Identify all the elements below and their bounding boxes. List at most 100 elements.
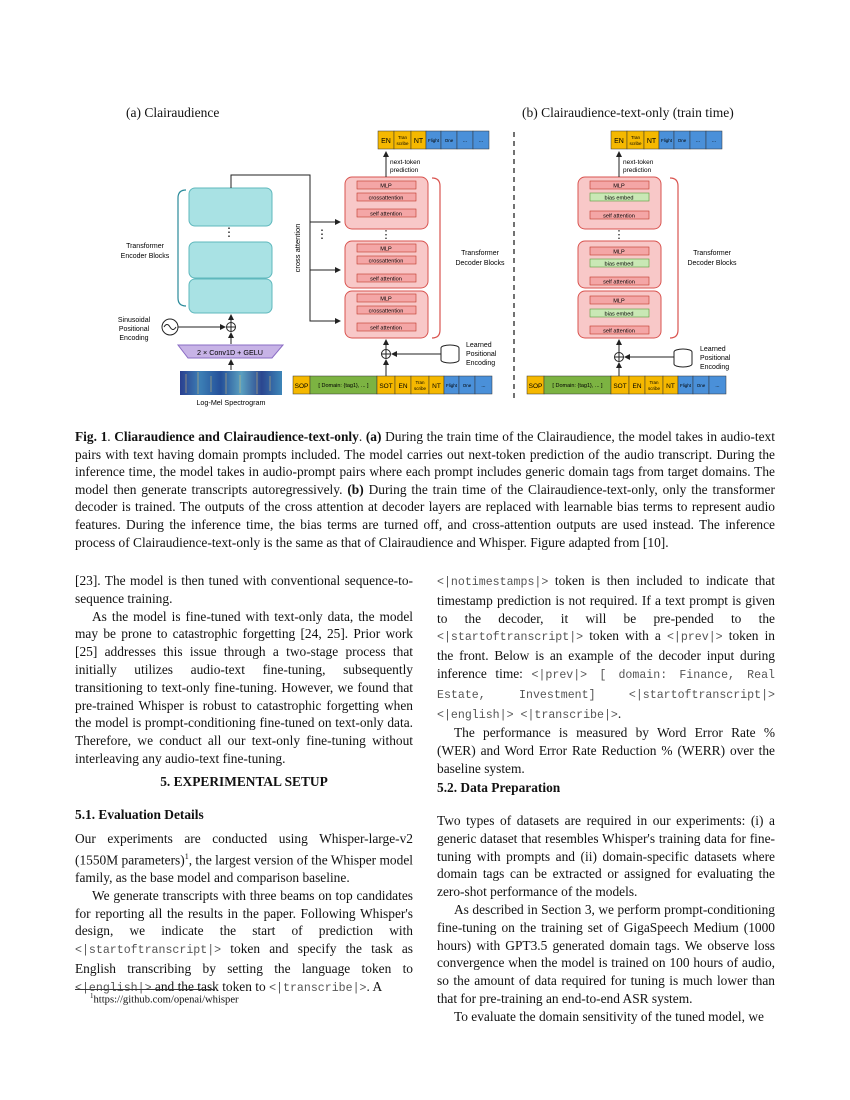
left-paragraph: We generate transcripts with three beams… (75, 887, 413, 995)
svg-text:Tran: Tran (631, 135, 641, 140)
left-paragraph: As the model is fine-tuned with text-onl… (75, 608, 413, 766)
svg-text:...: ... (696, 138, 700, 144)
right-paragraph: Two types of datasets are required in ou… (437, 813, 775, 900)
right-paragraph: <|notimestamps|> token is then included … (437, 573, 776, 722)
svg-text:self attention: self attention (370, 277, 402, 283)
cross-dots: ⋮ (316, 227, 328, 241)
svg-text:Tran: Tran (415, 380, 425, 385)
decoder-label-a-2: Decoder Blocks (455, 260, 505, 267)
svg-text:next-token: next-token (623, 159, 654, 166)
svg-text:NT: NT (414, 138, 424, 145)
svg-text:Learned: Learned (466, 342, 492, 349)
decoder-brace-a (431, 177, 441, 339)
left-column: [23]. The model is then tuned with conve… (75, 572, 413, 768)
encoder-dots: ⋮ (223, 225, 235, 239)
svg-text:MLP: MLP (613, 299, 625, 305)
encoder-block (188, 278, 273, 314)
svg-text:Flight: Flight (661, 138, 673, 143)
conv-label: 2 × Conv1D + GELU (197, 348, 263, 357)
panel-a-title: (a) Clairaudience (126, 105, 220, 120)
svg-text:EN: EN (614, 138, 624, 145)
svg-text:Tran: Tran (398, 135, 408, 140)
encoder-label-1: Transformer (126, 243, 165, 250)
svg-text:Flight: Flight (680, 383, 692, 388)
cylinder-icon (673, 348, 693, 368)
svg-text:MLP: MLP (380, 297, 392, 303)
svg-text:self attention: self attention (603, 329, 635, 335)
svg-text:⋮: ⋮ (614, 229, 625, 241)
subsection-heading: 5.1. Evaluation Details (75, 807, 204, 822)
svg-text:One: One (445, 138, 454, 143)
svg-text:[ Domain: {tag1}, ... ]: [ Domain: {tag1}, ... ] (318, 383, 369, 389)
figure-caption: Fig. 1. Cliaraudience and Clairaudience-… (75, 429, 775, 550)
svg-text:SOT: SOT (613, 383, 626, 390)
caption-b-text: During the train time of the Clairaudien… (75, 481, 775, 550)
svg-text:Flight: Flight (446, 383, 458, 388)
wave-icon (163, 324, 177, 330)
spectrogram-label: Log-Mel Spectrogram (196, 398, 265, 407)
svg-text:...: ... (481, 383, 485, 389)
svg-text:scribe: scribe (414, 386, 427, 391)
svg-text:NT: NT (432, 383, 441, 390)
encoder-label-2: Encoder Blocks (121, 253, 170, 260)
decoder-brace-b (669, 177, 679, 339)
svg-text:bias embed: bias embed (605, 196, 634, 202)
encoder-brace (177, 189, 187, 307)
svg-text:self attention: self attention (603, 214, 635, 220)
right-column: <|notimestamps|> token is then included … (437, 572, 775, 778)
subsection-heading: 5.2. Data Preparation (437, 780, 561, 795)
right-column-2: Two types of datasets are required in ou… (437, 812, 775, 1026)
svg-text:scribe: scribe (629, 141, 642, 146)
svg-text:SOP: SOP (295, 383, 309, 390)
section-heading: 5. EXPERIMENTAL SETUP (160, 774, 328, 789)
encoder-block (188, 241, 273, 279)
footnote: 1https://github.com/openai/whisper (90, 992, 239, 1006)
svg-text:Flight: Flight (428, 138, 440, 143)
caption-a-label: (a) (365, 429, 382, 444)
svg-text:crossattention: crossattention (369, 196, 404, 202)
right-paragraph: The performance is measured by Word Erro… (437, 725, 775, 776)
svg-text:next-token: next-token (390, 159, 421, 166)
sinusoid-label-2: Positional (119, 326, 150, 333)
caption-a-text: During the train time of the Clairaudien… (75, 429, 775, 497)
svg-text:self attention: self attention (370, 212, 402, 218)
svg-text:bias embed: bias embed (605, 312, 634, 318)
svg-text:crossattention: crossattention (369, 259, 404, 265)
svg-text:...: ... (479, 138, 483, 144)
svg-text:SOT: SOT (379, 383, 392, 390)
svg-text:EN: EN (632, 383, 641, 390)
svg-text:MLP: MLP (380, 247, 392, 253)
caption-title: Cliaraudience and Clairaudience-text-onl… (114, 429, 359, 444)
svg-text:NT: NT (647, 138, 657, 145)
svg-text:self attention: self attention (370, 326, 402, 332)
svg-text:[ Domain: {tag1}, ... ]: [ Domain: {tag1}, ... ] (552, 383, 603, 389)
input-tokens-a: SOP [ Domain: {tag1}, ... ] SOT EN Trans… (292, 375, 493, 395)
caption-label: Fig. 1 (75, 429, 108, 444)
architecture-figure: ⋮ Transformer Encoder Blocks Sinusoidal … (118, 130, 737, 407)
right-paragraph: As described in Section 3, we perform pr… (437, 901, 775, 1006)
caption-b-label: (b) (347, 481, 364, 497)
svg-text:NT: NT (666, 383, 675, 390)
encoder-block (188, 187, 273, 227)
svg-text:Encoding: Encoding (466, 360, 495, 367)
left-paragraph: [23]. The model is then tuned with conve… (75, 573, 413, 606)
svg-text:Encoding: Encoding (700, 364, 729, 371)
svg-text:Positional: Positional (466, 351, 497, 358)
svg-text:⋮: ⋮ (381, 229, 392, 241)
svg-text:MLP: MLP (380, 184, 392, 190)
svg-text:MLP: MLP (613, 250, 625, 256)
svg-text:One: One (697, 383, 706, 388)
svg-text:crossattention: crossattention (369, 309, 404, 315)
svg-text:bias embed: bias embed (605, 262, 634, 268)
panel-b-title: (b) Clairaudience-text-only (train time) (522, 105, 734, 120)
svg-text:prediction: prediction (390, 167, 419, 174)
sinusoid-label-3: Encoding (119, 335, 148, 342)
svg-text:EN: EN (398, 383, 407, 390)
svg-text:scribe: scribe (396, 141, 409, 146)
svg-text:prediction: prediction (623, 167, 652, 174)
sinusoid-label-1: Sinusoidal (118, 317, 151, 324)
footnote-link[interactable]: https://github.com/openai/whisper (93, 994, 239, 1006)
left-paragraph: Our experiments are conducted using Whis… (75, 831, 413, 886)
